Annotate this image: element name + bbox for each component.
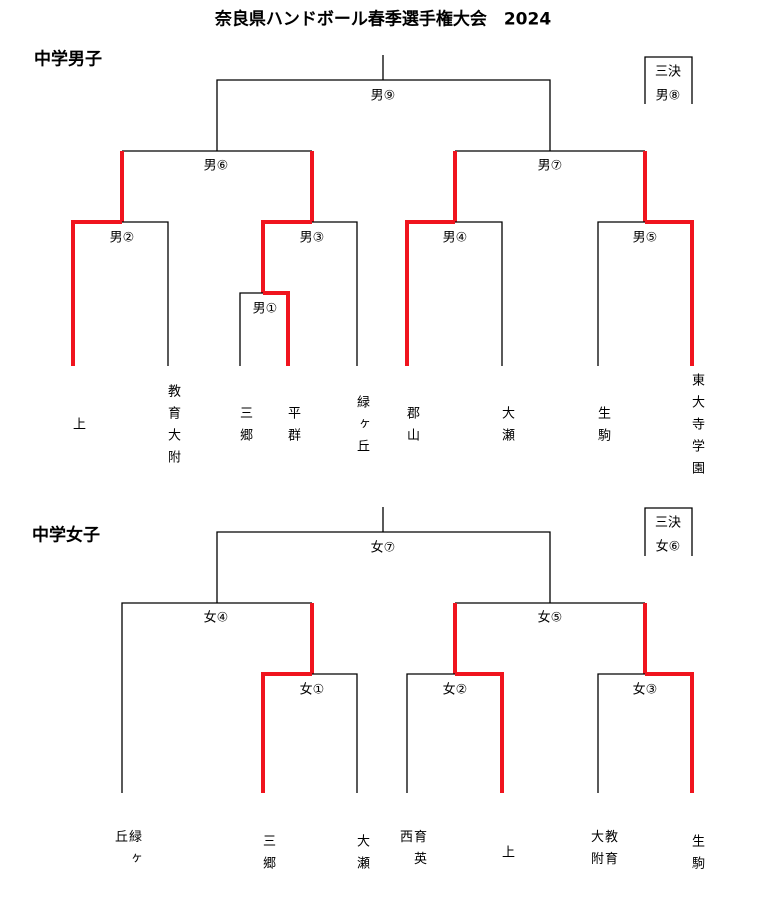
girls-match-1: 女① [299, 682, 325, 698]
girls-team: 大瀬 [354, 834, 369, 878]
boys-match-7: 男⑦ [537, 158, 563, 174]
girls-match-3: 女③ [632, 682, 658, 698]
boys-match-2: 男② [109, 230, 135, 246]
boys-section-title: 中学男子 [34, 49, 102, 70]
girls-team: 緑ヶ丘 [112, 829, 141, 874]
girls-match-2: 女② [442, 682, 468, 698]
girls-team: 生駒 [689, 834, 704, 878]
boys-team: 上 [70, 417, 85, 439]
girls-team: 三郷 [260, 834, 275, 878]
girls-team: 育英西 [397, 829, 426, 874]
girls-team: 上 [499, 845, 514, 867]
boys-team: 大瀬 [499, 406, 514, 450]
girls-team: 教育大附 [588, 829, 617, 874]
boys-team: 教育大附 [165, 384, 180, 472]
girls-third-place-label: 三決 [654, 515, 682, 531]
boys-third-place-match: 男⑧ [655, 88, 681, 104]
boys-match-9: 男⑨ [370, 88, 396, 104]
boys-third-place-label: 三決 [654, 64, 682, 80]
boys-match-3: 男③ [299, 230, 325, 246]
girls-third-place-match: 女⑥ [655, 539, 681, 555]
girls-bracket [121, 507, 694, 793]
girls-section-title: 中学女子 [32, 525, 100, 546]
page-title: 奈良県ハンドボール春季選手権大会 2024 [214, 9, 552, 30]
girls-match-7: 女⑦ [370, 540, 396, 556]
boys-team: 生駒 [595, 406, 610, 450]
boys-bracket [71, 55, 694, 366]
boys-match-4: 男④ [442, 230, 468, 246]
boys-team: 緑ヶ丘 [354, 395, 369, 461]
boys-match-6: 男⑥ [203, 158, 229, 174]
boys-team: 平群 [285, 406, 300, 450]
boys-match-1: 男① [252, 301, 278, 317]
boys-team: 三郷 [237, 406, 252, 450]
boys-match-5: 男⑤ [632, 230, 658, 246]
girls-match-4: 女④ [203, 610, 229, 626]
boys-team: 東大寺学園 [689, 373, 704, 483]
girls-match-5: 女⑤ [537, 610, 563, 626]
boys-team: 郡山 [404, 406, 419, 450]
